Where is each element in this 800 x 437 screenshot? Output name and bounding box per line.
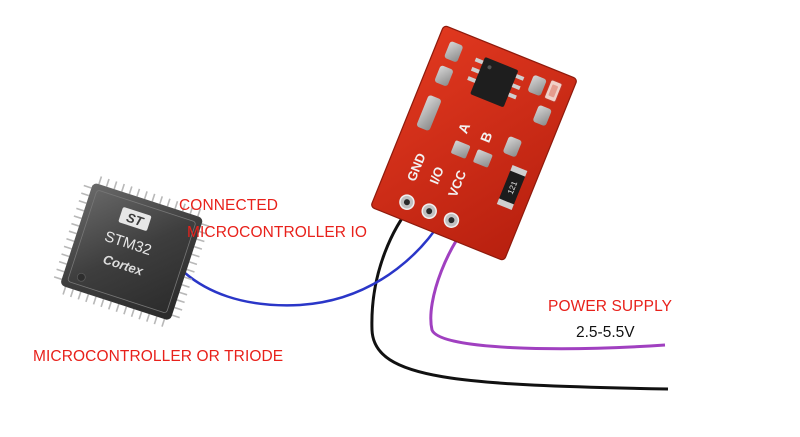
connected-io-label-line2: MICROCONTROLLER IO (187, 224, 368, 241)
st-logo-icon: ST (118, 207, 152, 231)
touch-sensor-ic-icon (467, 57, 525, 107)
chip-pins (53, 176, 210, 327)
led-icon (544, 79, 563, 103)
connected-io-label-line1: CONNECTED (179, 197, 279, 214)
pcb-board (371, 26, 577, 260)
st-logo-text: ST (125, 210, 146, 230)
microcontroller-chip: ST STM32 Cortex (53, 176, 210, 327)
purple-vcc-wire (429, 216, 666, 351)
touch-sensor-module: 121 A B GND I/O VCC (371, 25, 577, 261)
black-gnd-wire (370, 204, 669, 391)
pin-label-io: I/O (426, 165, 446, 187)
power-supply-label: POWER SUPPLY (548, 298, 673, 315)
smd-pads (417, 41, 552, 157)
microcontroller-label: MICROCONTROLLER OR TRIODE (33, 348, 284, 365)
blue-io-wire (184, 209, 449, 307)
chip-body (61, 183, 203, 320)
voltage-label: 2.5-5.5V (576, 324, 635, 341)
header-pins (399, 194, 460, 228)
resistor: 121 (496, 165, 528, 210)
